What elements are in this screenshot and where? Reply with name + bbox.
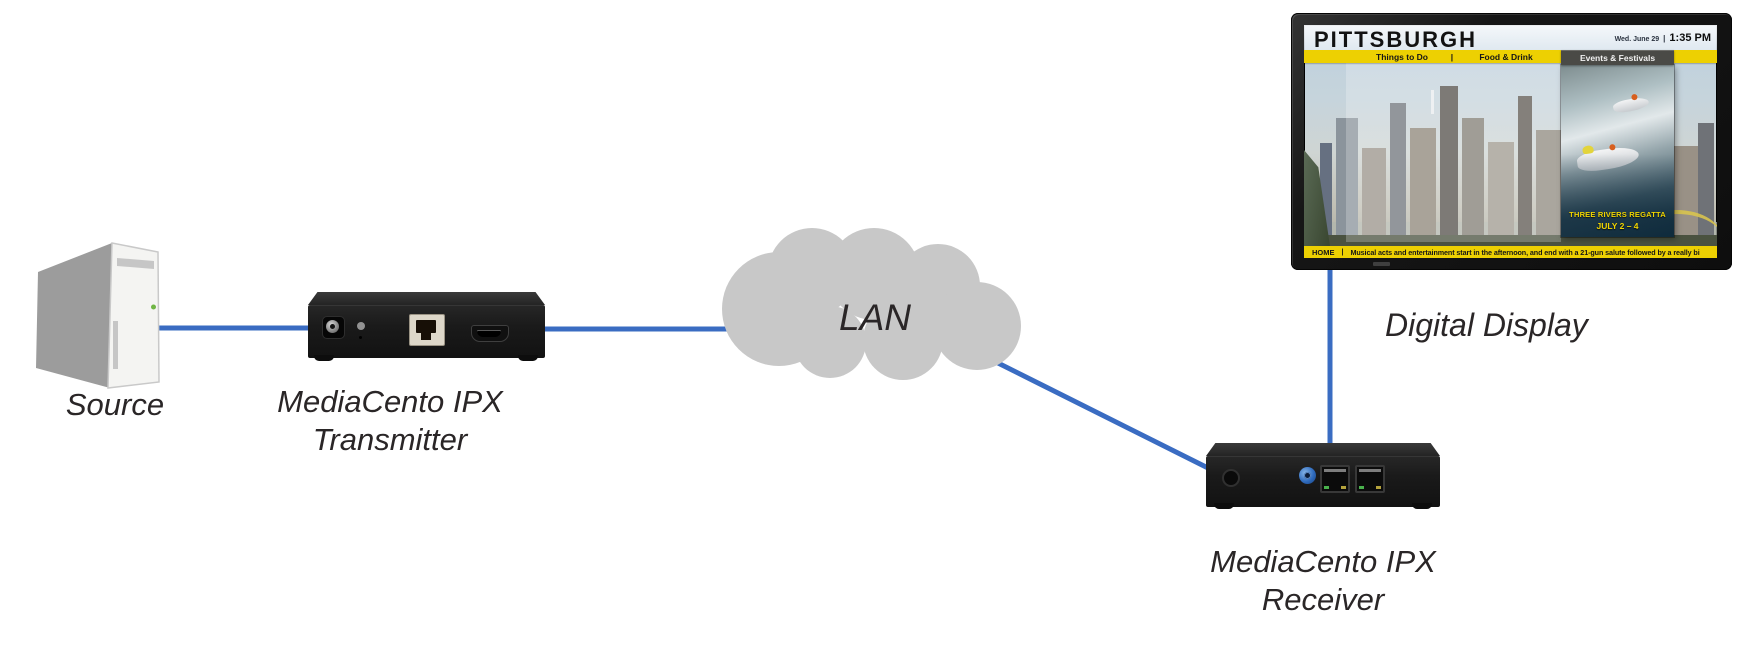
ethernet-port-2 [1355,465,1385,493]
lan-cloud-shape [722,228,1021,380]
source-tower [36,242,160,389]
dc-power-jack-pin [330,324,335,329]
cloud-bump [933,282,1021,370]
ethernet-port [409,314,445,346]
status-led [357,322,365,330]
nav-item-things-to-do[interactable]: Things to Do [1376,52,1428,62]
skyline-building [1536,130,1564,238]
power-button [1222,469,1240,487]
monitor-brand-logo [1373,262,1390,266]
signage-ticker-bar: HOME | Musical acts and entertainment st… [1304,246,1717,258]
ethernet-port-shield [1359,469,1381,472]
boat-pilot [1630,93,1638,101]
tower-cd-slot [117,258,154,269]
ethernet-port-slot [416,320,436,333]
tree-line [1304,235,1717,246]
skyline-building [1410,128,1436,238]
digital-display-monitor: THREE RIVERS REGATTA JULY 2 – 4 PITTSBUR… [1291,13,1732,270]
event-dates: JULY 2 – 4 [1596,221,1639,231]
content-overlay-panel [1346,63,1561,242]
skyline-building [1362,148,1386,238]
events-photo-panel: THREE RIVERS REGATTA JULY 2 – 4 [1561,65,1674,237]
rotary-selector-core [1304,472,1311,479]
transmitter-front-face [308,305,545,358]
ethernet-port-shield [1324,469,1346,472]
tower-vent-slot [113,321,118,369]
event-title: THREE RIVERS REGATTA [1569,210,1666,219]
tower-front-panel [107,242,160,389]
receiver-front-face [1206,456,1440,507]
cloud-bump [828,228,920,320]
tower-side-panel [36,243,112,388]
skyline-building [1698,123,1714,238]
skyline-building [1518,96,1532,238]
transmitter-top-face [308,292,545,305]
nav-item-events-and-festivals[interactable]: Events & Festivals [1561,50,1674,65]
device-foot [518,355,538,361]
skyline-building [1390,103,1406,238]
hdmi-port [471,325,509,342]
cloud-bump [863,300,943,380]
ethernet-port-tab [421,333,431,340]
skyline-building [1440,86,1458,238]
ethernet-amber-led [1341,486,1346,489]
dc-power-jack [322,316,345,339]
time-text: 1:35 PM [1669,32,1711,44]
signage-screen: THREE RIVERS REGATTA JULY 2 – 4 PITTSBUR… [1304,25,1717,258]
ethernet-port-1 [1320,465,1350,493]
datetime-separator: | [1663,34,1666,43]
ethernet-green-led [1324,486,1329,489]
transmitter-label-line1: MediaCento IPX [277,384,503,419]
device-foot [1412,503,1432,509]
reset-pinhole [359,336,362,339]
skyline-building [1336,118,1358,238]
church-spire [1431,90,1434,114]
event-caption: THREE RIVERS REGATTA JULY 2 – 4 [1561,210,1674,231]
signage-header-bar: PITTSBURGH Wed. June 29 | 1:35 PM [1304,25,1717,52]
cloud-bump [794,306,866,378]
receiver-label-line2: Receiver [1261,581,1385,617]
receiver-device [1206,443,1440,509]
transmitter-device [308,292,545,361]
skyline-building [1462,118,1484,238]
ticker-separator: | [1341,248,1344,256]
digital-display-label: Digital Display [1385,307,1588,343]
ticker-message: Musical acts and entertainment start in … [1350,247,1700,257]
nav-separator: | [1450,52,1454,62]
speedboat [1612,93,1650,115]
ethernet-amber-led [1376,486,1381,489]
date-text: Wed. June 29 [1614,36,1660,43]
cable-lan-to-receiver [978,351,1218,475]
transmitter-label: MediaCento IPX Transmitter [265,383,515,459]
active-tab-label: Events & Festivals [1579,52,1656,63]
hdmi-port-slot [477,330,501,337]
skyline-building [1488,142,1514,238]
boat-canopy [1582,144,1595,155]
transmitter-label-line2: Transmitter [312,421,468,457]
device-foot [1214,503,1234,509]
yellow-bridge [1631,210,1717,240]
rotary-selector-dial [1299,467,1316,484]
ticker-home-label[interactable]: HOME [1312,247,1335,257]
ethernet-green-led [1359,486,1364,489]
source-label: Source [65,387,165,422]
receiver-label: MediaCento IPX Receiver [1198,543,1448,619]
device-foot [314,355,334,361]
datetime-block: Wed. June 29 | 1:35 PM [1615,32,1711,44]
speedboat [1575,143,1641,174]
city-title: PITTSBURGH [1314,27,1477,52]
receiver-label-line1: MediaCento IPX [1210,544,1436,579]
lan-label: LAN [839,297,911,338]
tower-power-led [151,304,156,310]
nav-item-food-and-drink[interactable]: Food & Drink [1479,52,1533,62]
boat-pilot [1609,143,1616,151]
receiver-top-face [1206,443,1440,456]
